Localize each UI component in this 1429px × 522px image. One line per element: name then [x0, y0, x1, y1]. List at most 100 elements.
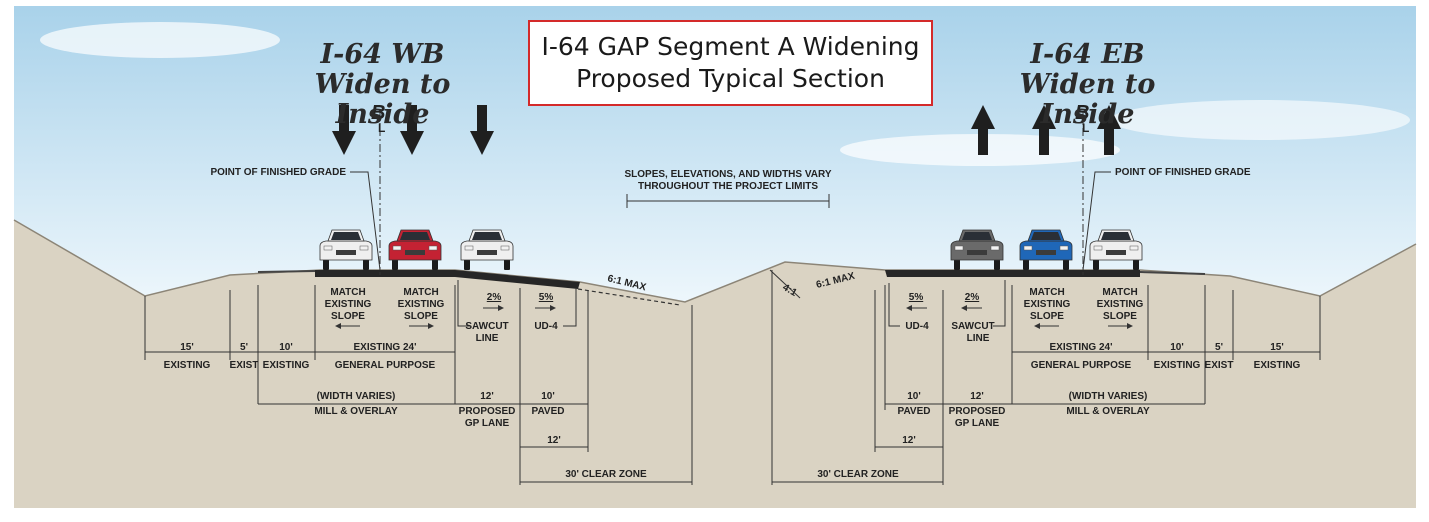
eb-pavement [885, 270, 1140, 277]
wb-slope-5pct: 5% [539, 292, 554, 303]
wb-car-red [388, 229, 442, 270]
up-arrow-icon [971, 105, 995, 155]
wb-dim-mill-overlay: MILL & OVERLAY [314, 406, 398, 417]
eb-dim-15: 15' [1270, 342, 1284, 353]
wb-dim-12: 12' [480, 391, 494, 402]
eb-match-label-2c: SLOPE [1103, 311, 1137, 322]
wb-heading-line-2: Widen to Inside [314, 69, 451, 130]
wb-sawcut-label-2: LINE [476, 333, 499, 344]
eb-dim-10-paved: 10' [907, 391, 921, 402]
median-slope-leader [769, 269, 801, 299]
eb-centerline-symbol: B [1075, 102, 1089, 124]
wb-dim-existing-24: EXISTING 24' [354, 342, 417, 353]
eb-ud4-leader [888, 283, 900, 327]
wb-dim-gp-lane: GP LANE [465, 418, 510, 429]
note-line-2: THROUGHOUT THE PROJECT LIMITS [638, 181, 818, 192]
wb-centerline-sub: L [378, 121, 385, 135]
wb-match-label-2c: SLOPE [404, 311, 438, 322]
eb-heading-line-1: I-64 EB [1030, 39, 1145, 70]
eb-match-label-2a: MATCH [1102, 287, 1137, 298]
eb-heading: I-64 EB Widen to Inside [975, 40, 1200, 130]
down-arrow-icon [332, 105, 356, 155]
eb-dim-general-purpose: GENERAL PURPOSE [1031, 360, 1132, 371]
wb-dim-existing-10: EXISTING [263, 360, 310, 371]
down-arrow-icon [470, 105, 494, 155]
wb-ud4-leader [563, 288, 577, 327]
wb-car-white [319, 229, 373, 270]
eb-car-grey [950, 229, 1004, 270]
wb-dimension-lines [144, 285, 693, 485]
eb-dim-mill-overlay: MILL & OVERLAY [1066, 406, 1150, 417]
wb-finished-grade-label: POINT OF FINISHED GRADE [210, 167, 346, 178]
wb-dim-general-purpose: GENERAL PURPOSE [335, 360, 436, 371]
eb-dim-10: 10' [1170, 342, 1184, 353]
eb-dim-existing-15: EXISTING [1254, 360, 1301, 371]
wb-centerline-symbol: B [371, 102, 385, 124]
eb-match-label-1a: MATCH [1029, 287, 1064, 298]
wb-dim-clear-zone: 30' CLEAR ZONE [565, 469, 647, 480]
eb-sawcut-label-1: SAWCUT [951, 321, 994, 332]
eb-dim-12-offset: 12' [902, 435, 916, 446]
eb-ud4-label: UD-4 [905, 321, 929, 332]
diagram-title-box: I-64 GAP Segment A Widening Proposed Typ… [528, 20, 933, 106]
eb-slope-2pct: 2% [965, 292, 980, 303]
wb-shoulder-line [257, 270, 316, 273]
eb-match-label-1c: SLOPE [1030, 311, 1064, 322]
wb-sawcut-leader [457, 280, 470, 327]
wb-pavement [315, 270, 580, 289]
eb-dimension-lines [771, 270, 1321, 485]
diagram-title-line-1: I-64 GAP Segment A Widening [541, 32, 920, 61]
wb-dim-paved: PAVED [532, 406, 565, 417]
wb-dim-exist-5: EXIST [230, 360, 259, 371]
eb-dim-existing-10: EXISTING [1154, 360, 1201, 371]
wb-car-white-suv [460, 229, 514, 270]
eb-dim-paved: PAVED [898, 406, 931, 417]
eb-dim-width-varies: (WIDTH VARIES) [1069, 391, 1148, 402]
eb-dim-existing-24: EXISTING 24' [1050, 342, 1113, 353]
ground-surface-line [13, 219, 1417, 303]
wb-proposed-slope-dashed [577, 288, 681, 306]
eb-match-label-2b: EXISTING [1097, 299, 1144, 310]
wb-match-label-2a: MATCH [403, 287, 438, 298]
ground-profile [14, 220, 1416, 508]
eb-dim-proposed: PROPOSED [949, 406, 1006, 417]
wb-match-label-1c: SLOPE [331, 311, 365, 322]
eb-dim-exist-5: EXIST [1205, 360, 1234, 371]
wb-dim-10: 10' [279, 342, 293, 353]
down-arrow-icon [400, 105, 424, 155]
wb-heading: I-64 WB Widen to Inside [270, 40, 495, 130]
wb-dim-5: 5' [240, 342, 248, 353]
wb-dim-existing-15: EXISTING [164, 360, 211, 371]
wb-heading-line-1: I-64 WB [320, 39, 445, 70]
eb-car-white [1089, 229, 1143, 270]
diagram-title-line-2: Proposed Typical Section [576, 64, 885, 93]
eb-car-blue [1019, 229, 1073, 270]
eb-finished-grade-leader [1082, 171, 1111, 271]
eb-heading-line-2: Widen to Inside [1019, 69, 1156, 130]
eb-finished-grade-label: POINT OF FINISHED GRADE [1115, 167, 1251, 178]
vehicles [319, 229, 1143, 270]
wb-finished-grade-leader [350, 171, 381, 271]
wb-dim-proposed: PROPOSED [459, 406, 516, 417]
wb-ud4-label: UD-4 [534, 321, 558, 332]
up-arrow-icon [1097, 105, 1121, 155]
eb-dim-5: 5' [1215, 342, 1223, 353]
eb-shoulder-line [1139, 271, 1206, 275]
wb-match-label-1b: EXISTING [325, 299, 372, 310]
wb-dim-15: 15' [180, 342, 194, 353]
eb-dim-12: 12' [970, 391, 984, 402]
eb-match-label-1b: EXISTING [1024, 299, 1071, 310]
wb-dim-width-varies: (WIDTH VARIES) [317, 391, 396, 402]
eb-slope-5pct: 5% [909, 292, 924, 303]
up-arrow-icon [1032, 105, 1056, 155]
wb-dim-10-paved: 10' [541, 391, 555, 402]
eb-dim-clear-zone: 30' CLEAR ZONE [817, 469, 899, 480]
wb-slope-2pct: 2% [487, 292, 502, 303]
cloud [40, 22, 280, 58]
wb-dim-12-offset: 12' [547, 435, 561, 446]
eb-sawcut-leader [993, 280, 1006, 327]
wb-sawcut-label-1: SAWCUT [465, 321, 508, 332]
eb-centerline-sub: L [1082, 121, 1089, 135]
cloud [1110, 100, 1410, 140]
